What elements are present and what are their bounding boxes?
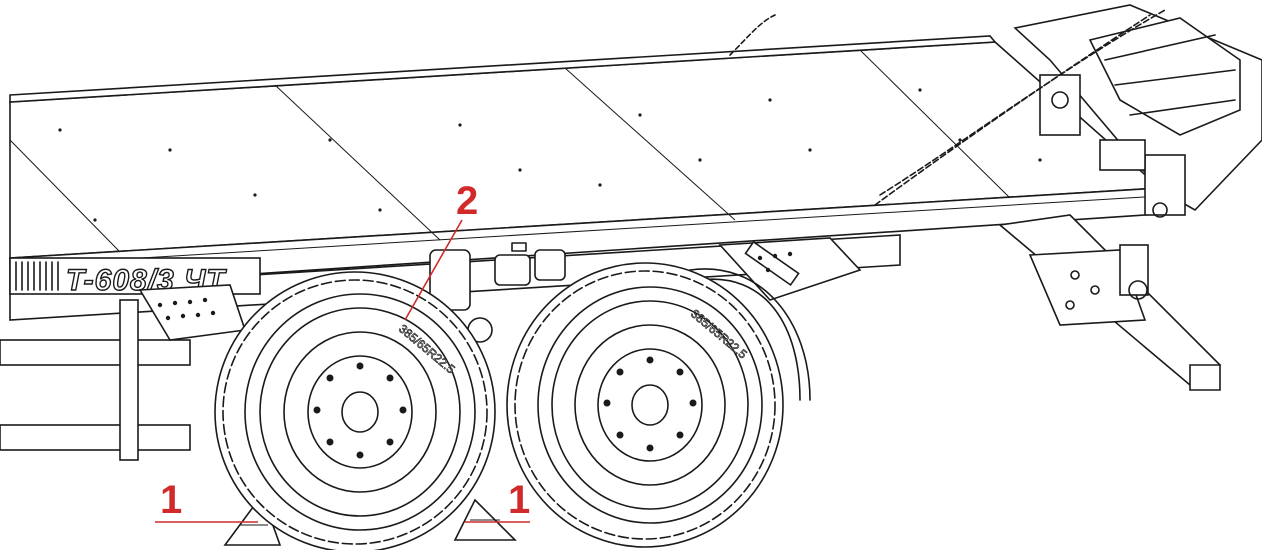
callout-wheel-chock-left: 1 [155, 478, 258, 523]
support-leg [998, 214, 1222, 391]
callout-label-1-right: 1 [508, 478, 530, 522]
wheel-rear: 385/65R22.5 [506, 262, 784, 548]
headboard [1013, 4, 1262, 218]
deck-rivets [58, 88, 1042, 222]
callout-label-1-left: 1 [160, 478, 182, 522]
model-badge-stripes [15, 261, 59, 291]
wheel-front: 385/65R22.5 [214, 271, 496, 553]
callout-label-2: 2 [456, 179, 478, 223]
callout-wheel-chock-right: 1 [465, 478, 530, 523]
fender [689, 268, 811, 401]
platform-deck [9, 35, 1162, 291]
callout-tire: 2 [404, 179, 478, 321]
safety-chains [729, 9, 1166, 206]
wheel-chock-right [453, 498, 517, 541]
chassis: T-608/3 ЧТ [0, 234, 901, 461]
